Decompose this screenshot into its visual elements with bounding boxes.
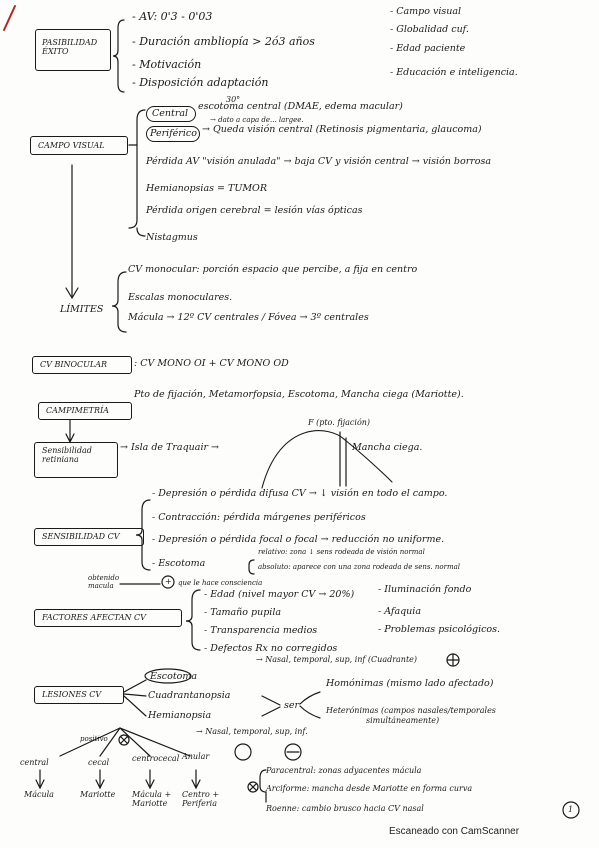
tree-leaf-macula: Mácula [24,790,54,799]
lesion-homonimas: Homónimas (mismo lado afectado) [326,678,494,689]
lesion-ser: ser [284,700,300,711]
campo-visual-box [30,136,128,155]
lesion-escotoma: Escotoma [150,671,198,682]
tree-leaf-mariotte: Mariotte [80,790,116,799]
campimetria-box [38,402,132,420]
central-oval [146,106,196,122]
campimetria-label: CAMPIMETRÍA [46,406,109,415]
escotoma-relativo: relativo: zona ↓ sens rodeada de visión … [258,548,425,556]
lesion-nasal-bottom: → Nasal, temporal, sup, inf. [196,727,308,736]
campo-line-hemianopsias: Hemianopsias = TUMOR [146,183,267,194]
limites-line-escalas: Escalas monoculares. [128,292,233,303]
degrees-30: 30° [226,95,241,104]
top-right-globalidad: - Globalidad cuf. [390,24,469,35]
sensibilidad-cv-label: SENSIBILIDAD CV [42,532,120,541]
factores-label: FACTORES AFECTAN CV [42,613,146,622]
factor-iluminacion: - Iluminación fondo [378,584,472,595]
factores-box [34,609,182,627]
top-item-duracion: - Duración ambliopía > 2ó3 años [132,35,315,48]
central-sub: → dato a capa de... largee. [210,116,304,124]
top-item-disposicion: - Disposición adaptación [132,76,269,89]
paracentral-line: Paracentral: zonas adyacentes mácula [266,766,422,775]
factor-afaquia: - Afaquia [378,606,422,617]
tree-node-anular: Anular [182,752,210,761]
campo-line-perdida-av: Pérdida AV "visión anulada" → baja CV y … [146,156,492,167]
lesion-hemianopsia: Hemianopsia [148,710,212,721]
factor-edad: - Edad (nivel mayor CV → 20%) [204,589,355,600]
arciforme-line: Arciforme: mancha desde Mariotte en form… [266,784,473,793]
periferico-text: → Queda visión central (Retinosis pigmen… [202,124,482,135]
limites-label: LÍMITES [60,304,104,315]
cv-binocular-box [32,356,132,374]
central-label: Central [152,108,189,119]
lesiones-cv-box [34,686,124,704]
curve-fijacion-label: F (pto. fijación) [308,418,371,427]
positivo-label: positivo [80,735,108,743]
top-right-campo-visual: - Campo visual [390,6,462,17]
scv-line-depresion-difusa: - Depresión o pérdida difusa CV → ↓ visi… [152,488,448,499]
tree-leaf-centro-periferia: Centro + Periferia [182,790,220,808]
factor-defectos-rx: - Defectos Rx no corregidos [204,643,338,654]
factor-transparencia: - Transparencia medios [204,625,318,636]
central-text: escotoma central (DMAE, edema macular) [198,101,403,112]
tree-leaf-macula-mariotte: Mácula + Mariotte [132,790,172,808]
tree-node-cecal: cecal [88,758,110,767]
factor-pupila: - Tamaño pupila [204,607,282,618]
posibilidad-exito-box [35,29,111,71]
isla-traquair-text: → Isla de Traquair → [120,442,220,453]
escotoma-absoluto: absoluto: aparece con una zona rodeada d… [258,563,461,571]
posibilidad-exito-label: PASIBILIDAD ÉXITO [42,38,98,56]
tree-node-centrocecal: centrocecal [132,754,180,763]
plus-note: + [165,577,172,586]
roenne-line: Roenne: cambio brusco hacia CV nasal [266,804,424,813]
scv-line-contraccion: - Contracción: pérdida márgenes periféri… [152,512,366,523]
campo-visual-label: CAMPO VISUAL [38,141,105,150]
top-item-av: - AV: 0'3 - 0'03 [132,10,213,23]
obtenido-macula-note: obtenido macula [88,574,120,590]
limites-line-cv-monocular: CV monocular: porción espacio que percib… [128,264,418,275]
sensibilidad-cv-box [34,528,144,546]
sensibilidad-retiniana-box [34,442,118,478]
lesiones-cv-label: LESIONES CV [42,690,102,699]
lesion-cuadrantanopsia: Cuadrantanopsia [148,690,231,701]
scv-line-depresion-focal: - Depresión o pérdida focal o focal → re… [152,534,445,545]
page-number: 1 [568,805,574,814]
limites-line-macula: Mácula → 12º CV centrales / Fóvea → 3º c… [128,312,369,323]
top-right-edad: - Edad paciente [390,43,466,54]
consciencia-note: que le hace consciencia [178,579,263,587]
lesion-heteronimas-2: simultáneamente) [366,716,440,725]
periferico-oval [146,126,200,142]
lesion-nasal-cuadrante: → Nasal, temporal, sup, inf (Cuadrante) [256,655,418,664]
periferico-label: Periférico [150,128,197,139]
scv-line-escotoma: - Escotoma [152,558,206,569]
camscanner-footer: Escaneado con CamScanner [389,826,520,837]
tree-node-central: central [20,758,49,767]
lesion-heteronimas: Heterónimas (campos nasales/temporales [326,706,496,715]
cv-binocular-text: : CV MONO OI + CV MONO OD [134,358,289,369]
top-item-motivacion: - Motivación [132,58,202,71]
sensibilidad-retiniana-label: Sensibilidad retiniana [42,446,92,464]
campo-line-nistagmus: Nistagmus [146,232,198,243]
factor-psicologicos: - Problemas psicológicos. [378,624,501,635]
campo-line-origen-cerebral: Pérdida origen cerebral = lesión vías óp… [146,205,363,216]
curve-mancha-ciega-label: Mancha ciega. [352,442,423,453]
cv-binocular-label: CV BINOCULAR [40,360,108,369]
campimetria-text: Pto de fijación, Metamorfopsia, Escotoma… [134,389,464,400]
top-right-educacion: - Educación e inteligencia. [390,67,518,78]
